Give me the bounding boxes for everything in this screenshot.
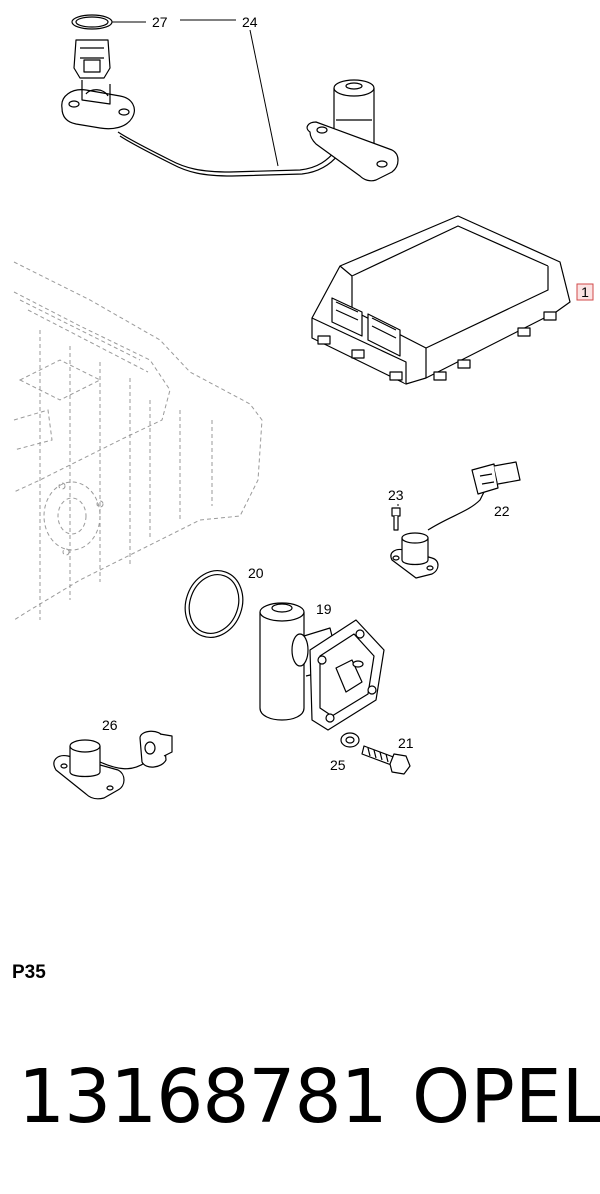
callout-23: 23 <box>388 487 404 503</box>
callout-20: 20 <box>248 565 264 581</box>
callout-22: 22 <box>494 503 510 519</box>
svg-text:1: 1 <box>581 284 589 300</box>
part-number: 13168781 <box>18 1054 388 1140</box>
control-module <box>311 215 571 385</box>
sheet-code: P35 <box>12 962 46 983</box>
washer-25 <box>340 732 360 748</box>
bolt-21 <box>361 745 411 775</box>
callout-24: 24 <box>242 14 258 30</box>
o-ring-20 <box>184 570 244 638</box>
parts-diagram: 1 <box>13 14 594 800</box>
callout-26: 26 <box>102 717 118 733</box>
callout-19: 19 <box>316 601 332 617</box>
sensor-22 <box>390 461 521 579</box>
transmission-housing-ghost <box>13 261 263 621</box>
sensor-26 <box>53 730 173 800</box>
callout-25: 25 <box>330 757 346 773</box>
brand-name: OPEL <box>412 1054 600 1140</box>
leader-lines-top <box>112 19 279 167</box>
part-line: 13168781 OPEL <box>18 1052 600 1142</box>
callout-27: 27 <box>152 14 168 30</box>
sensor-harness-assembly <box>61 14 399 182</box>
callout-21: 21 <box>398 735 414 751</box>
valve-assembly-19 <box>259 602 385 731</box>
callout-1: 1 <box>576 283 594 301</box>
